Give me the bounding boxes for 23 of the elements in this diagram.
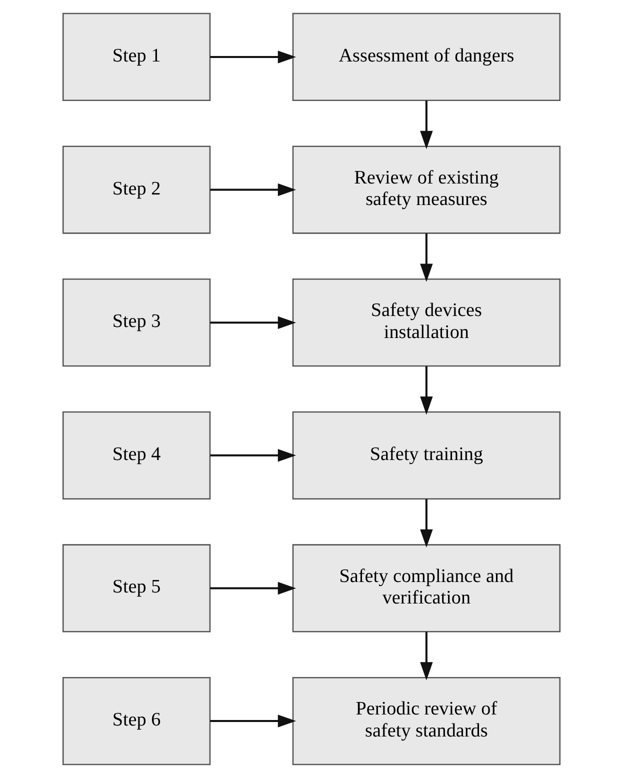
node-box: Safety devices installation <box>292 278 561 367</box>
node-box: Step 1 <box>62 12 211 102</box>
node-box: Safety training <box>292 411 561 500</box>
node-box: Periodic review of safety standards <box>292 676 561 766</box>
arrow <box>210 582 296 595</box>
arrow <box>420 100 433 150</box>
node-box: Step 2 <box>62 146 211 234</box>
arrow <box>420 498 433 548</box>
arrow <box>210 50 296 64</box>
arrow <box>420 366 433 415</box>
node-box: Safety compliance and verification <box>292 544 561 632</box>
node-box: Step 5 <box>62 544 211 632</box>
arrow <box>420 233 433 282</box>
arrow <box>420 632 433 680</box>
arrow <box>210 714 296 728</box>
node-box: Step 6 <box>62 676 211 766</box>
node-box: Review of existing safety measures <box>292 146 561 234</box>
arrow <box>210 183 296 196</box>
arrow <box>210 316 296 329</box>
node-box: Assessment of dangers <box>292 12 561 102</box>
arrow <box>210 449 296 462</box>
node-box: Step 4 <box>62 411 211 500</box>
node-box: Step 3 <box>62 278 211 367</box>
